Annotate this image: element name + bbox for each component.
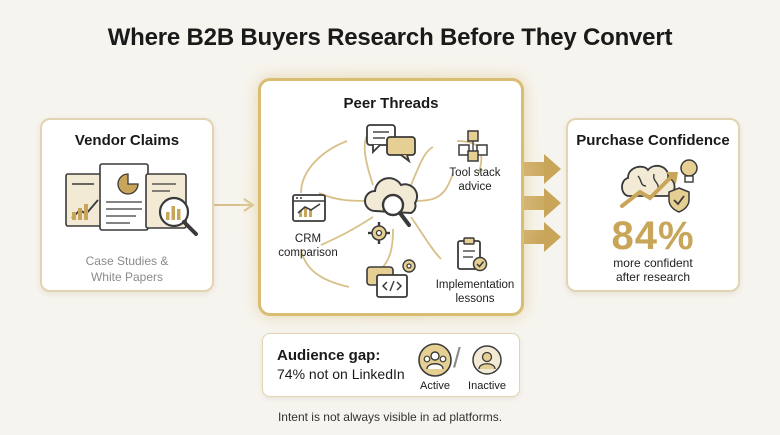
audience-gap-card: Audience gap: 74% not on LinkedIn / Acti…: [262, 333, 520, 397]
purchase-confidence-title: Purchase Confidence: [576, 132, 730, 149]
tool-stack-label-line2: advice: [458, 180, 492, 193]
lightbulb-icon: [680, 159, 698, 183]
browser-chart-icon: [292, 194, 326, 222]
peer-threads-card: Peer Threads Tool stack: [258, 78, 524, 316]
code-chat-icon: [366, 259, 416, 298]
vendor-claims-card: Vendor Claims Case Studies & White Paper…: [40, 118, 214, 292]
tool-stack-label-line1: Tool stack: [449, 167, 501, 179]
vendor-subtitle-line1: Case Studies &: [85, 254, 169, 268]
page-title: Where B2B Buyers Research Before They Co…: [107, 24, 673, 51]
shield-check-icon: [668, 187, 690, 213]
inactive-label: Inactive: [468, 380, 506, 392]
implementation-label-line2: lessons: [455, 292, 495, 305]
confidence-caption-line2: after research: [615, 270, 691, 285]
chat-bubbles-icon: [366, 124, 416, 163]
group-icon: [418, 343, 452, 377]
peer-threads-title: Peer Threads: [343, 95, 439, 112]
blocks-icon: [458, 130, 488, 162]
gap-separator: /: [453, 342, 461, 373]
gear-icon: [368, 222, 390, 244]
cloud-search-icon: [364, 177, 418, 227]
brain-growth-icon: [620, 164, 678, 208]
implementation-label-line1: Implementation: [435, 279, 515, 291]
confidence-caption-line1: more confident: [613, 256, 693, 270]
confidence-value: 84%: [611, 214, 695, 258]
clipboard-check-icon: [457, 237, 488, 272]
vendor-subtitle-line2: White Papers: [90, 269, 164, 284]
audience-gap-detail: 74% not on LinkedIn: [277, 366, 405, 382]
magnifier-chart-icon: [158, 196, 198, 236]
audience-gap-title: Audience gap:: [277, 347, 381, 364]
user-icon: [472, 345, 502, 375]
vendor-claims-title: Vendor Claims: [74, 132, 180, 149]
purchase-confidence-card: Purchase Confidence 84% more confident a…: [566, 118, 740, 292]
crm-label-line2: comparison: [278, 246, 338, 259]
footnote: Intent is not always visible in ad platf…: [277, 410, 503, 424]
active-label: Active: [420, 380, 450, 392]
crm-label-line1: CRM: [294, 233, 322, 245]
